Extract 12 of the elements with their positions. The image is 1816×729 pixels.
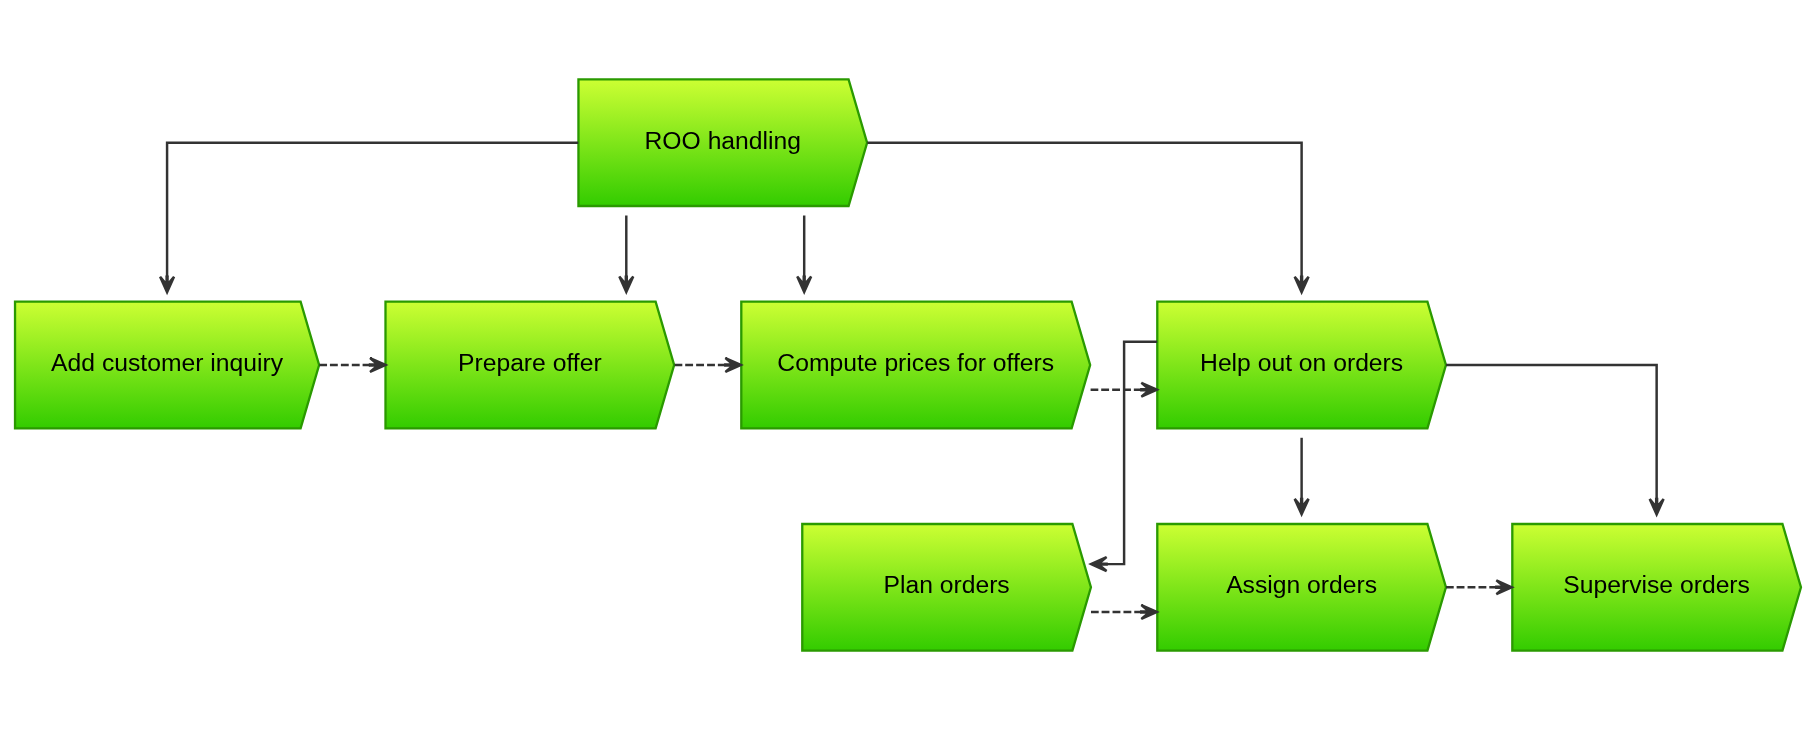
arrow <box>1090 381 1159 398</box>
arrow <box>796 215 813 293</box>
arrow <box>867 141 1310 293</box>
arrow <box>1446 578 1514 595</box>
arrow <box>319 356 387 373</box>
arrow <box>1293 437 1310 516</box>
arrow <box>158 141 579 293</box>
arrow <box>1089 340 1158 572</box>
arrow <box>1091 603 1158 620</box>
arrow <box>674 356 743 373</box>
arrow <box>618 215 635 293</box>
arrow <box>1446 363 1665 516</box>
